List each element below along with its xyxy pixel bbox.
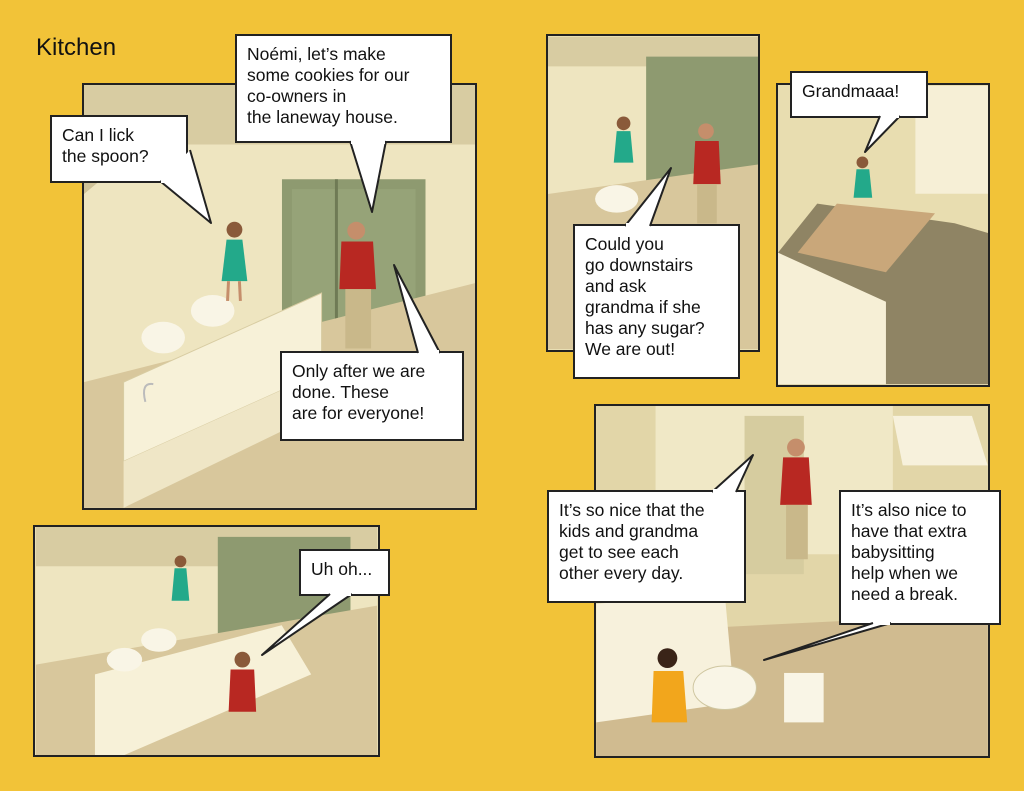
speech-bubble-girl-spoon: Can I lick the spoon? bbox=[50, 115, 188, 183]
speech-bubble-kids-grandma: It’s so nice that the kids and grandma g… bbox=[547, 490, 746, 603]
speech-bubble-dad-cookies: Noémi, let’s make some cookies for our c… bbox=[235, 34, 452, 143]
speech-bubble-grandmaaa: Grandmaaa! bbox=[790, 71, 928, 118]
speech-bubble-uh-oh: Uh oh... bbox=[299, 549, 390, 596]
stairs-scene-4 bbox=[778, 85, 988, 385]
speech-bubble-dad-sugar: Could you go downstairs and ask grandma … bbox=[573, 224, 740, 379]
speech-bubble-babysitting: It’s also nice to have that extra babysi… bbox=[839, 490, 1001, 625]
speech-bubble-dad-everyone: Only after we are done. These are for ev… bbox=[280, 351, 464, 441]
page-title: Kitchen bbox=[36, 34, 117, 61]
comic-panel-4 bbox=[776, 83, 990, 387]
